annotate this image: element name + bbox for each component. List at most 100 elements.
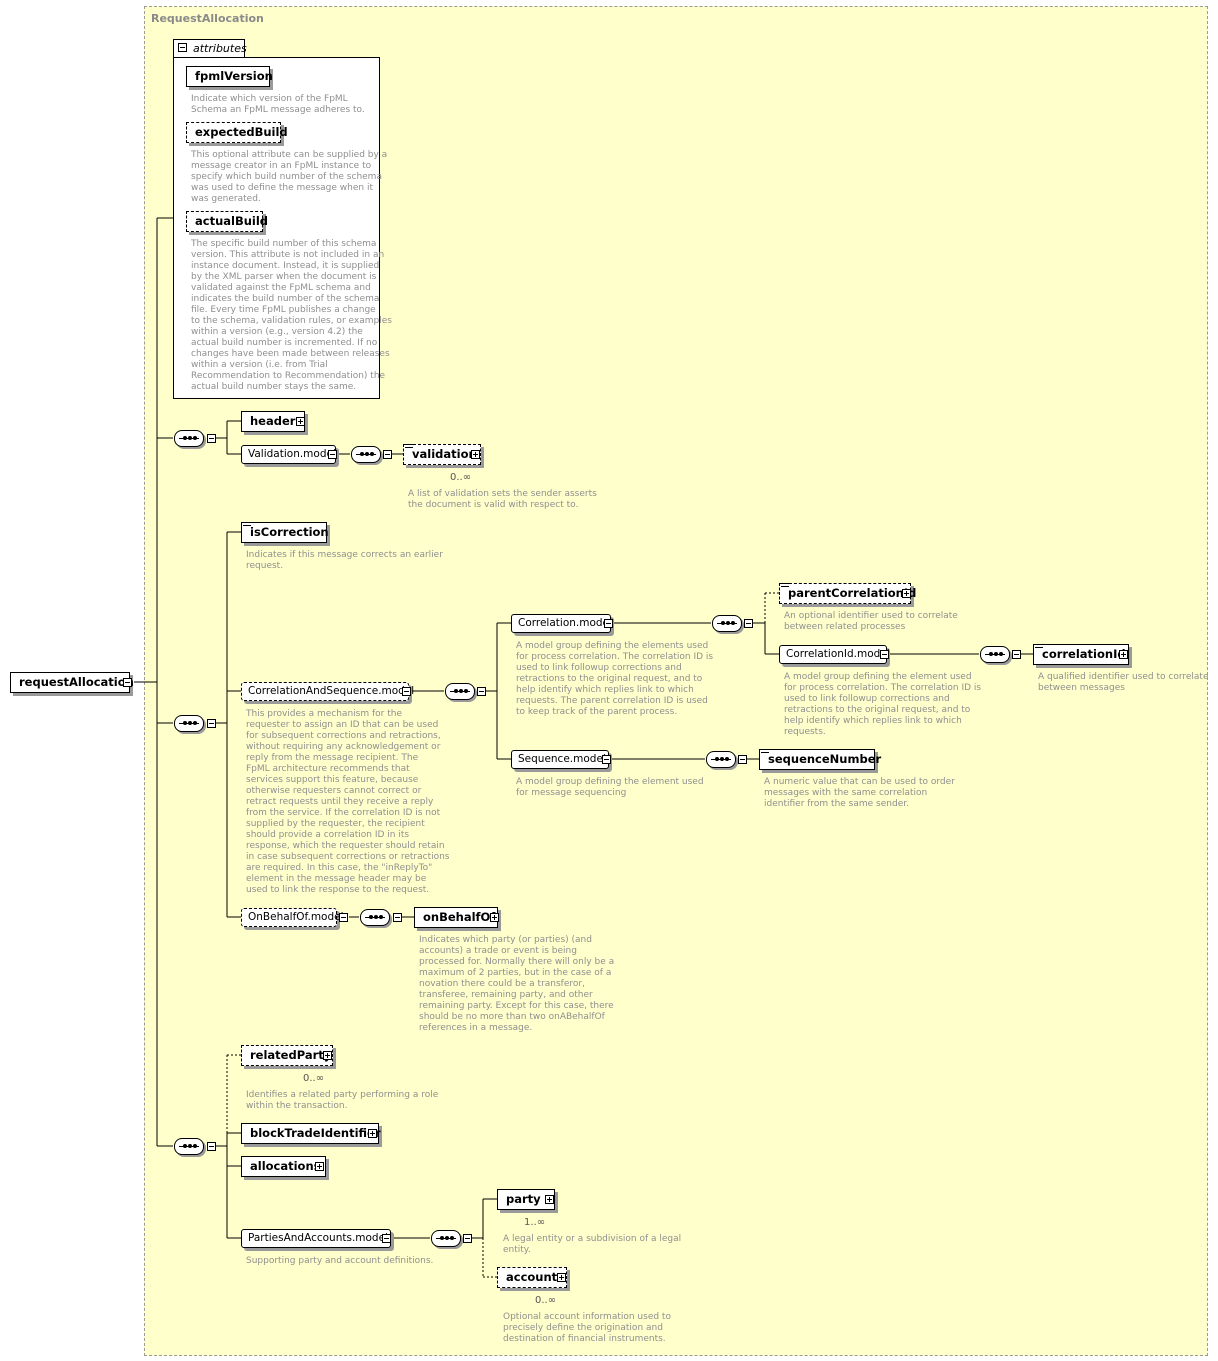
collapse-icon[interactable] [602,755,611,764]
element-block-trade-identifier[interactable]: blockTradeIdentifier [241,1123,381,1144]
element-description: Indicates if this message corrects an ea… [246,550,443,571]
expand-icon[interactable] [296,417,305,426]
root-element-request-allocation[interactable]: requestAllocation [10,672,134,693]
element-label: correlationId [1042,647,1126,661]
expand-icon[interactable] [557,1273,566,1282]
collapse-icon[interactable] [604,619,613,628]
expand-icon[interactable] [471,450,480,459]
attribute-label: expectedBuild [195,125,288,139]
collapse-icon[interactable] [477,687,486,696]
element-description: A qualified identifier used to correlate… [1038,672,1209,693]
collapse-icon[interactable] [1012,650,1021,659]
collapse-icon[interactable] [880,650,889,659]
documentation-icon [405,444,413,448]
group-label: Sequence.model [518,753,606,765]
collapse-icon[interactable] [339,913,348,922]
attribute-description: This optional attribute can be supplied … [191,150,388,204]
group-description: A model group defining the element used … [516,777,704,798]
documentation-icon [781,583,789,587]
cardinality: 1..∞ [524,1217,546,1228]
group-on-behalf-of-model[interactable]: OnBehalfOf.model [241,908,344,927]
expand-icon[interactable] [545,1195,554,1204]
element-allocations[interactable]: allocations [241,1156,326,1177]
group-parties-and-accounts-model[interactable]: PartiesAndAccounts.model [241,1229,391,1248]
collapse-icon[interactable] [123,678,132,687]
group-description: A model group defining the elements used… [516,641,714,717]
expand-icon[interactable] [1119,650,1128,659]
element-is-correction[interactable]: isCorrection [241,522,329,543]
element-description: A legal entity or a subdivision of a leg… [503,1234,682,1255]
group-label: CorrelationAndSequence.model [248,685,415,697]
element-header[interactable]: header [241,411,305,432]
element-label: allocations [250,1159,321,1173]
attribute-fpml-version[interactable]: fpmlVersion [186,66,273,87]
group-label: Validation.model [248,448,336,460]
expand-icon[interactable] [315,1162,324,1171]
expand-icon[interactable] [368,1129,377,1138]
attribute-description: Indicate which version of the FpML Schem… [191,94,365,115]
collapse-icon[interactable] [383,450,392,459]
sequence-compositor-2[interactable] [174,715,204,732]
collapse-icon[interactable] [393,913,402,922]
group-sequence-model[interactable]: Sequence.model [511,750,609,769]
expand-icon[interactable] [902,589,911,598]
attributes-tab[interactable]: attributes [173,39,247,57]
attribute-actual-build[interactable]: actualBuild [186,211,268,232]
sequence-compositor-validation[interactable] [351,446,381,463]
documentation-icon [243,522,251,526]
group-description: A model group defining the element used … [784,672,982,737]
collapse-icon[interactable] [207,434,216,443]
sequence-compositor-sequence[interactable] [706,751,736,768]
group-correlation-model[interactable]: Correlation.model [511,614,612,633]
element-label: header [250,414,296,428]
attribute-description: The specific build number of this schema… [191,239,392,392]
group-label: CorrelationId.model [786,648,890,660]
collapse-icon[interactable] [207,719,216,728]
sequence-compositor-correlation-and-sequence[interactable] [445,683,475,700]
group-correlation-id-model[interactable]: CorrelationId.model [779,645,890,664]
element-label: sequenceNumber [768,752,882,766]
element-description: Optional account information used to pre… [503,1312,671,1344]
collapse-icon[interactable] [463,1234,472,1243]
attribute-expected-build[interactable]: expectedBuild [186,122,288,143]
element-parent-correlation-id[interactable]: parentCorrelationId [779,583,916,604]
documentation-icon [1035,644,1043,648]
collapse-icon[interactable] [402,687,411,696]
collapse-icon[interactable] [382,1234,391,1243]
element-account[interactable]: account [497,1267,567,1288]
element-sequence-number[interactable]: sequenceNumber [759,749,881,770]
sequence-compositor-correlation-id[interactable] [980,646,1010,663]
sequence-compositor-correlation[interactable] [712,615,742,632]
documentation-icon [761,749,769,753]
element-party[interactable]: party [497,1189,555,1210]
element-on-behalf-of[interactable]: onBehalfOf [414,907,498,928]
element-label: party [506,1192,541,1206]
element-label: relatedParty [250,1048,332,1062]
sequence-compositor-1[interactable] [174,430,204,447]
cardinality: 0..∞ [450,472,472,483]
sequence-compositor-3[interactable] [174,1138,204,1155]
collapse-icon[interactable] [738,755,747,764]
element-related-party[interactable]: relatedParty [241,1045,333,1066]
expand-icon[interactable] [323,1051,332,1060]
collapse-icon[interactable] [207,1142,216,1151]
element-label: onBehalfOf [423,910,496,924]
element-label: parentCorrelationId [788,586,917,600]
attribute-label: actualBuild [195,214,269,228]
sequence-compositor-parties-and-accounts[interactable] [431,1230,461,1247]
attributes-tab-label: attributes [193,42,247,55]
element-description: A numeric value that can be used to orde… [764,777,955,809]
group-correlation-and-sequence-model[interactable]: CorrelationAndSequence.model [241,682,414,701]
collapse-icon[interactable] [178,43,187,52]
collapse-icon[interactable] [328,450,337,459]
element-validation[interactable]: validation [403,444,481,465]
element-description: Indicates which party (or parties) (and … [419,935,615,1033]
element-correlation-id[interactable]: correlationId [1033,644,1129,665]
collapse-icon[interactable] [744,619,753,628]
expand-icon[interactable] [490,913,499,922]
group-description: This provides a mechanism for the reques… [246,709,450,895]
group-validation-model[interactable]: Validation.model [241,445,336,464]
element-description: Identifies a related party performing a … [246,1090,439,1111]
sequence-compositor-on-behalf-of[interactable] [360,909,390,926]
group-label: Correlation.model [518,617,612,629]
